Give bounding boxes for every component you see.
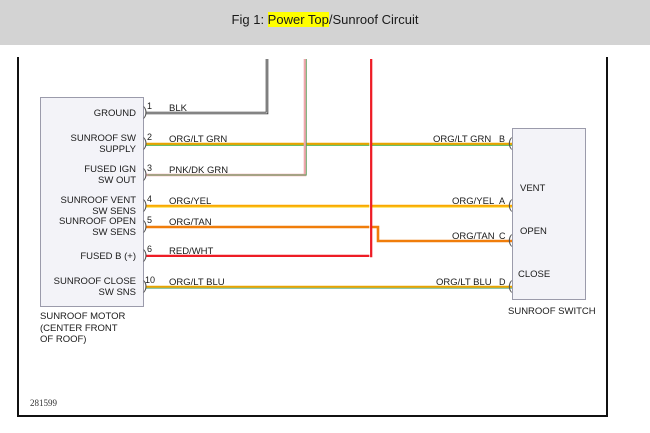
wire-label-org-yel: ORG/YEL	[169, 196, 212, 207]
motor-caption: SUNROOF MOTOR (CENTER FRONT OF ROOF)	[40, 311, 126, 345]
sunroof-motor-box	[40, 97, 144, 307]
switch-caption: SUNROOF SWITCH	[508, 306, 596, 317]
wire-label-red-wht: RED/WHT	[169, 246, 214, 257]
wire-blk	[146, 59, 269, 115]
motor-pin-number-3: 3	[147, 163, 153, 173]
wire-org-lt-blu-d	[146, 285, 513, 289]
switch-wire-label-c: ORG/TAN	[452, 231, 495, 242]
motor-pin-label-3: FUSED IGN SW OUT	[84, 164, 136, 186]
figure-title: Fig 1: Power Top/Sunroof Circuit	[0, 12, 650, 27]
wire-label-org-lt-grn: ORG/LT GRN	[169, 134, 228, 145]
motor-pin-number-1: 1	[147, 101, 153, 111]
connector-bracket-4: )	[143, 197, 148, 212]
connector-bracket-10: )	[143, 278, 148, 293]
figure-title-prefix: Fig 1:	[231, 12, 268, 27]
connector-bracket-2: )	[143, 135, 148, 150]
figure-title-suffix: /Sunroof Circuit	[328, 12, 419, 27]
switch-terminal-a: A	[499, 196, 506, 206]
switch-wire-label-a: ORG/YEL	[452, 196, 495, 207]
connector-bracket-b: (	[508, 135, 513, 150]
switch-position-close: CLOSE	[518, 269, 551, 280]
switch-wire-label-b: ORG/LT GRN	[433, 134, 492, 145]
motor-pin-label-10: SUNROOF CLOSE SW SNS	[53, 276, 136, 298]
connector-bracket-3: )	[143, 166, 148, 181]
connector-bracket-c: (	[508, 232, 513, 247]
switch-terminal-c: C	[499, 231, 506, 241]
switch-position-vent: VENT	[520, 183, 546, 194]
connector-bracket-6: )	[143, 247, 148, 262]
motor-pin-label-2: SUNROOF SW SUPPLY	[70, 133, 136, 155]
motor-pin-number-2: 2	[147, 132, 153, 142]
motor-pin-number-10: 10	[145, 275, 156, 285]
switch-wire-label-d: ORG/LT BLU	[436, 277, 492, 288]
connector-bracket-5: )	[143, 218, 148, 233]
wire-red-wht	[146, 59, 373, 258]
wire-org-yel-a	[146, 204, 513, 208]
wire-label-org-lt-blu: ORG/LT BLU	[169, 277, 225, 288]
wire-label-pnk-dk-grn: PNK/DK GRN	[169, 165, 229, 176]
motor-pin-label-5: SUNROOF OPEN SW SENS	[58, 216, 136, 238]
motor-pin-number-4: 4	[147, 194, 153, 204]
motor-pin-label-4: SUNROOF VENT SW SENS	[60, 195, 136, 217]
wire-org-lt-grn-b	[146, 142, 513, 146]
motor-pin-label-6: FUSED B (+)	[80, 251, 136, 262]
switch-position-open: OPEN	[520, 226, 547, 237]
switch-terminal-b: B	[499, 134, 506, 144]
connector-bracket-1: )	[143, 104, 148, 119]
connector-bracket-a: (	[508, 197, 513, 212]
motor-pin-number-5: 5	[147, 215, 153, 225]
connector-bracket-d: (	[508, 278, 513, 293]
figure-id: 281599	[30, 398, 57, 408]
sunroof-switch-box	[512, 128, 586, 300]
switch-terminal-d: D	[499, 277, 506, 287]
wire-org-tan-c	[146, 225, 513, 243]
motor-pin-label-1: GROUND	[93, 108, 136, 119]
motor-pin-number-6: 6	[147, 244, 153, 254]
wire-label-org-tan: ORG/TAN	[169, 217, 212, 228]
wire-pnk-dk-grn	[146, 59, 307, 177]
wire-label-blk: BLK	[169, 103, 187, 114]
figure-title-highlight: Power Top	[267, 12, 329, 27]
